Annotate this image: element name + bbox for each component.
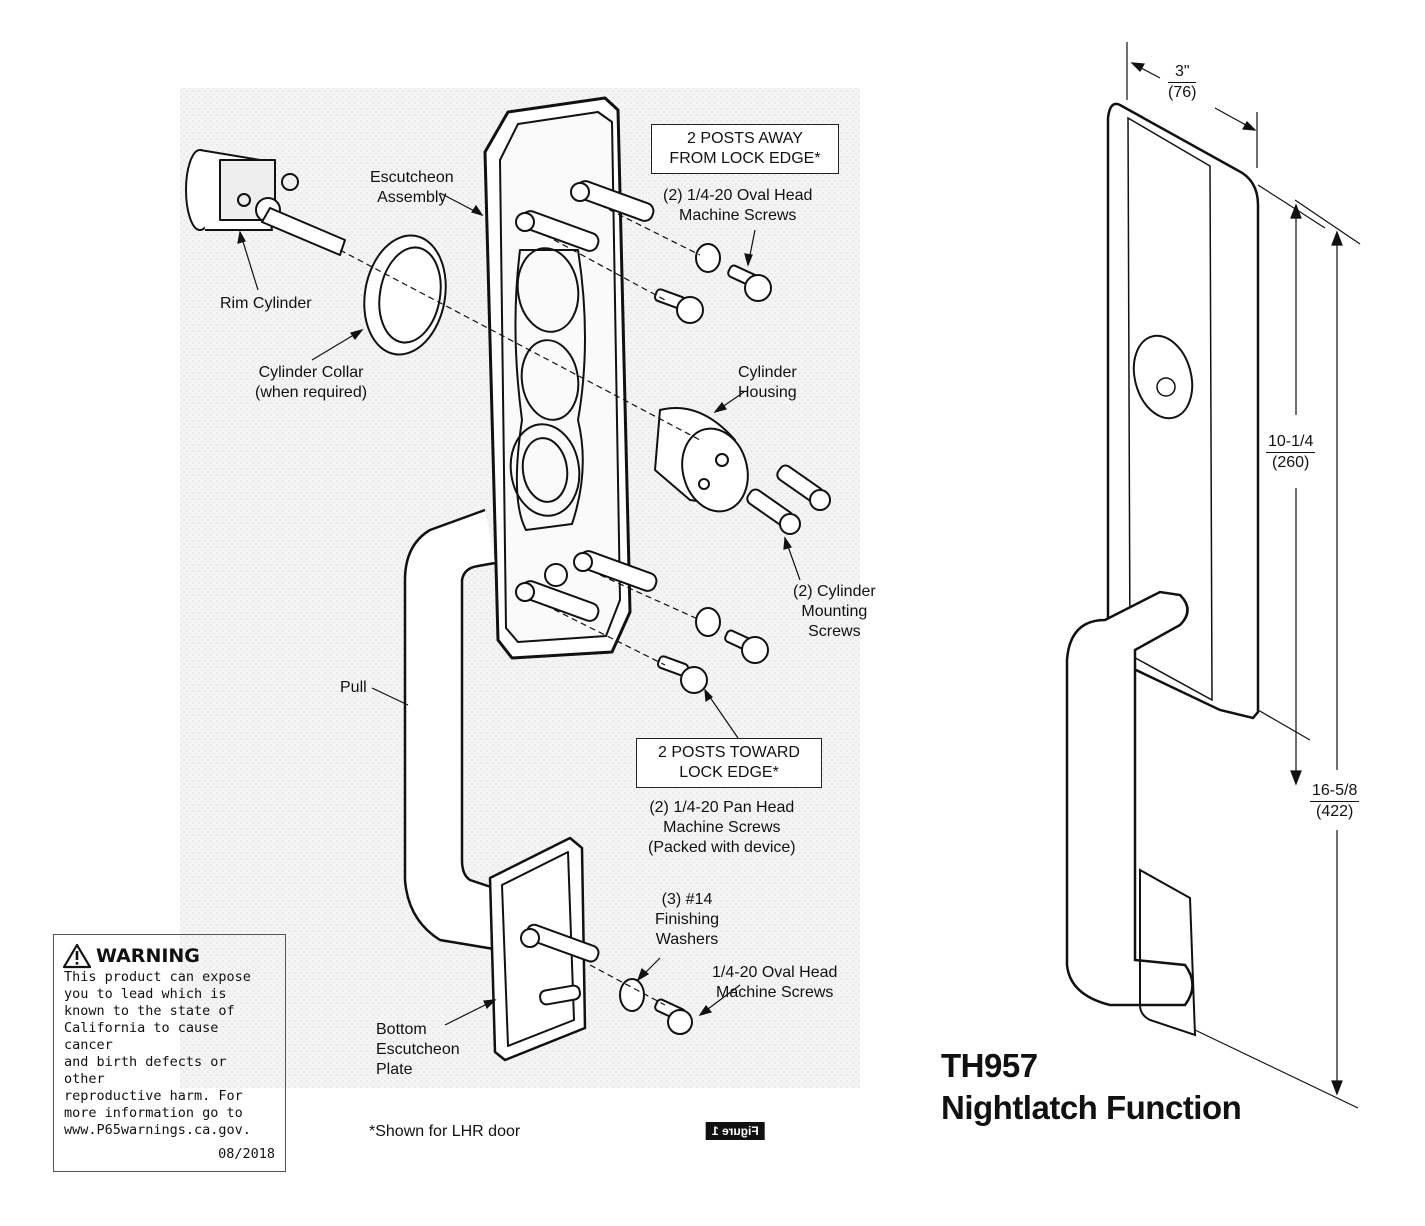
dim-overall-in: 16-5/8 [1310, 781, 1360, 802]
label-oval-screws-top: (2) 1/4-20 Oval Head Machine Screws [663, 187, 813, 224]
warning-body: This product can expose you to lead whic… [64, 969, 251, 1138]
trim-elevation [1065, 102, 1260, 1037]
cylinder-mounting-screws [746, 464, 831, 535]
dim-width-in: 3" [1168, 62, 1197, 83]
label-posts-away: 2 POSTS AWAY FROM LOCK EDGE* [651, 124, 839, 174]
label-rim-cylinder: Rim Cylinder [220, 295, 312, 312]
figure-tag: Figure 1 [706, 1122, 765, 1140]
label-pan-head-screws: (2) 1/4-20 Pan Head Machine Screws (Pack… [648, 799, 796, 856]
label-bottom-escutcheon-plate: Bottom Escutcheon Plate [376, 1021, 460, 1078]
label-posts-toward: 2 POSTS TOWARD LOCK EDGE* [636, 738, 822, 788]
p65-warning-box: WARNING This product can expose you to l… [53, 934, 286, 1172]
label-cylinder-housing: Cylinder Housing [738, 364, 797, 401]
warning-date: 08/2018 [218, 1146, 275, 1162]
product-model: TH957 [941, 1047, 1038, 1084]
cylinder-housing [654, 407, 749, 513]
product-title: TH957 Nightlatch Function [941, 1045, 1242, 1129]
product-function: Nightlatch Function [941, 1089, 1242, 1126]
label-pull: Pull [340, 679, 367, 696]
dim-width-mm: (76) [1168, 84, 1197, 101]
dim-width: 3" (76) [1168, 62, 1197, 103]
dim-overall-mm: (422) [1316, 803, 1354, 820]
bottom-escutcheon-plate [488, 836, 600, 1062]
label-finishing-washers: (3) #14 Finishing Washers [655, 891, 720, 948]
upper-posts [515, 180, 655, 252]
dim-upper: 10-1/4 (260) [1266, 432, 1316, 473]
oval-head-screws-top [653, 243, 772, 324]
warning-heading-text: WARNING [96, 944, 200, 967]
rim-cylinder [185, 149, 346, 256]
warning-triangle-icon [62, 943, 92, 969]
warning-heading: WARNING [62, 943, 275, 969]
bottom-washer-screw [619, 978, 693, 1035]
label-cylinder-collar: Cylinder Collar (when required) [255, 364, 368, 401]
label-cylinder-mounting-screws: (2) Cylinder Mounting Screws [793, 583, 876, 640]
dimension-lines [1126, 42, 1361, 1109]
lhr-footnote: *Shown for LHR door [369, 1123, 521, 1140]
leader-lines [237, 192, 801, 1026]
dim-overall: 16-5/8 (422) [1310, 781, 1360, 822]
pan-head-screws [656, 607, 769, 694]
dim-upper-mm: (260) [1272, 454, 1310, 471]
label-oval-screws-bottom: 1/4-20 Oval Head Machine Screws [712, 964, 838, 1001]
dim-upper-in: 10-1/4 [1266, 432, 1316, 453]
alignment-lines [339, 204, 701, 1006]
label-escutcheon-assembly: Escutcheon Assembly [370, 169, 454, 206]
lower-posts [515, 550, 658, 622]
cylinder-collar [363, 234, 447, 356]
